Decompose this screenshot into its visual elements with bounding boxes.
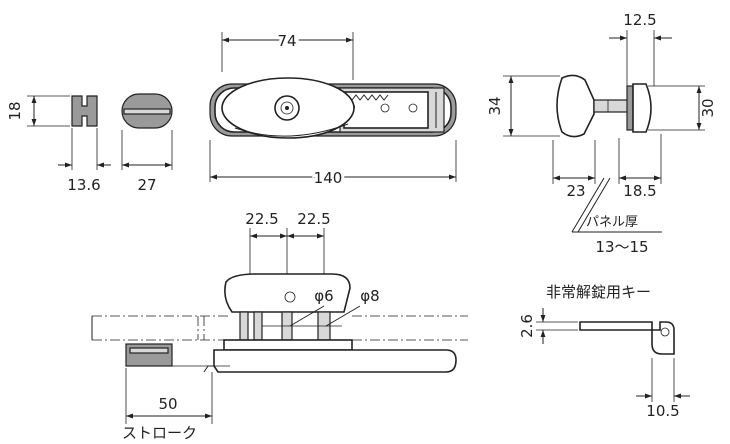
dim-knob-12-5: 12.5 — [623, 11, 656, 29]
latch-block — [125, 343, 173, 367]
lock-body-plan-view: 74 140 — [209, 29, 457, 190]
knob-side-view: 12.5 34 30 23 18.5 パネル厚 13〜15 — [486, 11, 717, 256]
emergency-key — [579, 321, 675, 355]
bottom-plate — [213, 349, 457, 373]
side-profile-views: 18 13.6 27 — [6, 93, 173, 194]
knob-grip — [556, 74, 595, 138]
dim-knob-34: 34 — [486, 96, 504, 115]
mount-hole-2 — [408, 103, 418, 113]
mount-hole-1 — [380, 103, 390, 113]
dim-offset-b: 22.5 — [297, 210, 330, 228]
dim-key-2-6: 2.6 — [518, 314, 536, 338]
profile-h-section — [71, 95, 98, 127]
panel-thickness-label: パネル厚 — [586, 215, 638, 230]
knob-inner-plate — [626, 85, 634, 131]
dim-height-18: 18 — [6, 101, 24, 120]
dim-width-13-6: 13.6 — [67, 176, 100, 194]
dim-key-10-5: 10.5 — [646, 402, 679, 420]
stroke-label: ストローク — [122, 424, 197, 442]
dia-8-label: φ8 — [360, 287, 379, 305]
dim-length-140: 140 — [314, 169, 343, 187]
dim-offset-a: 22.5 — [245, 210, 278, 228]
dim-stroke-50: 50 — [158, 395, 177, 413]
installation-section-view: 22.5 22.5 φ6 φ8 5 — [91, 210, 468, 442]
dim-width-74: 74 — [277, 32, 296, 50]
dim-width-27: 27 — [137, 176, 156, 194]
dim-knob-30: 30 — [699, 98, 717, 117]
dim-knob-23: 23 — [566, 182, 585, 200]
emergency-key-view: 非常解錠用キー 2.6 10.5 — [518, 283, 690, 420]
emergency-key-title: 非常解錠用キー — [546, 283, 651, 301]
section-knob-hole — [284, 291, 296, 303]
dim-knob-18-5: 18.5 — [623, 182, 656, 200]
dia-6-label: φ6 — [314, 287, 333, 305]
key-ring-hole — [660, 327, 670, 337]
knob-inner-cap — [632, 83, 652, 133]
panel-thickness-range: 13〜15 — [595, 238, 648, 256]
